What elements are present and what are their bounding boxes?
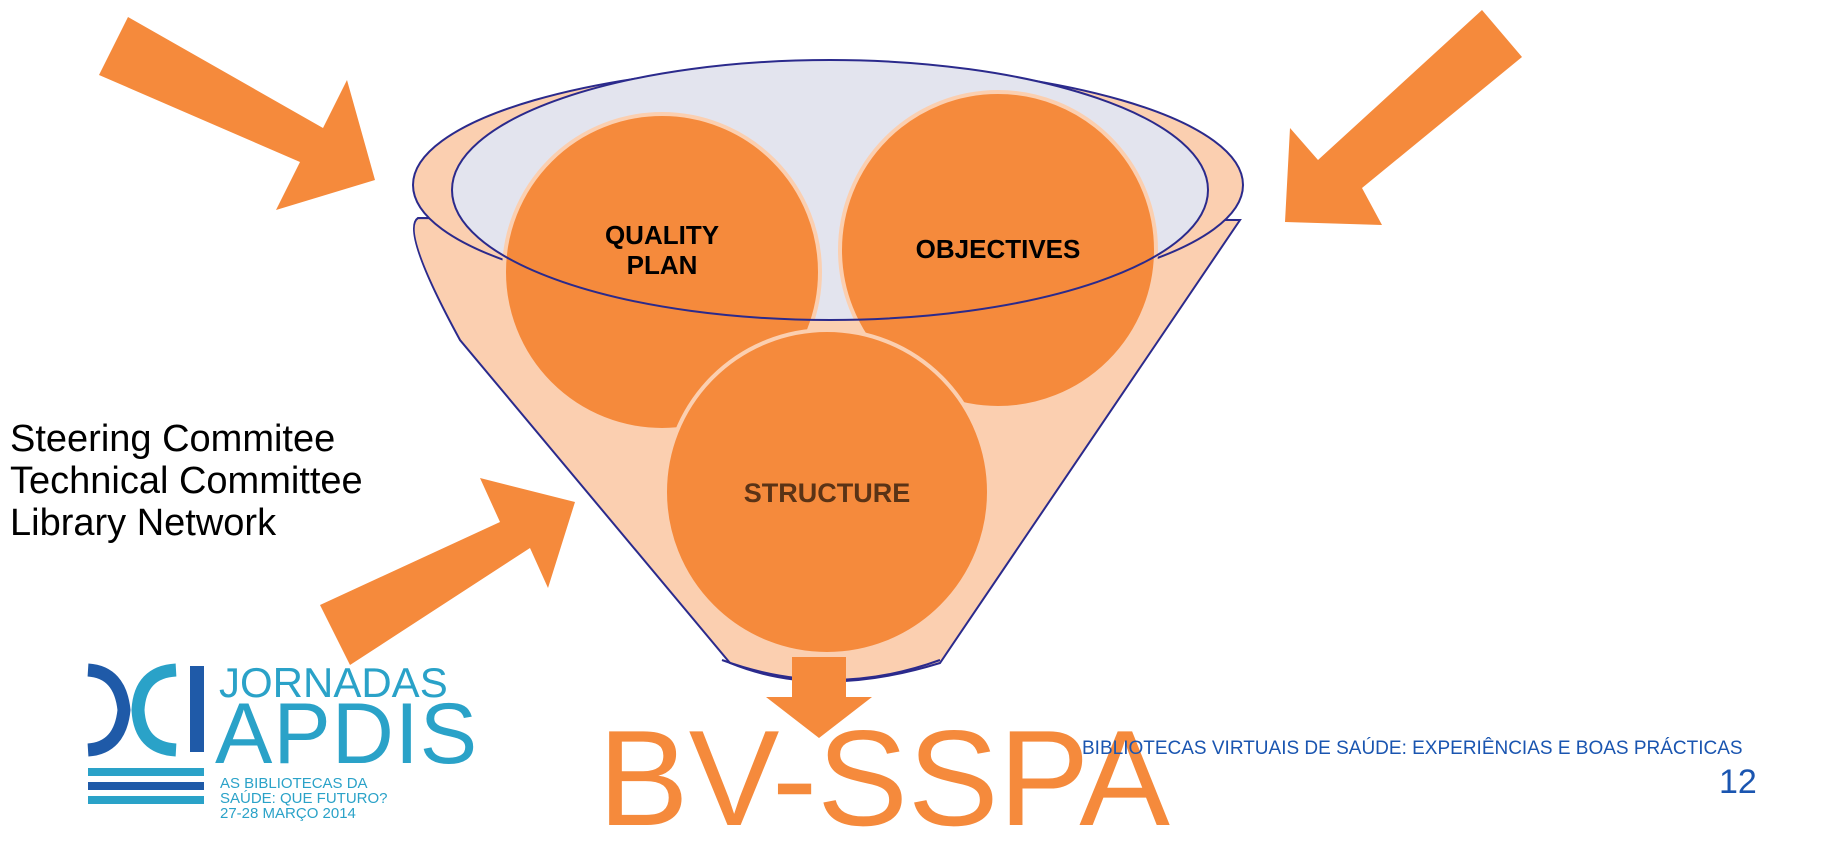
role-steering-committee: Steering Commitee [10,418,336,460]
role-library-network: Library Network [10,502,277,544]
circle-objectives [838,90,1158,410]
page-number: 12 [1719,763,1757,801]
jornadas-apdis-logo: JORNADAS APDIS AS BIBLIOTECAS DA SAÚDE: … [84,659,477,822]
quality-plan-label-line1: QUALITY [605,220,719,250]
quality-plan-label-line2: PLAN [627,250,698,280]
circle-quality-plan [502,112,822,432]
arrow-top-left [99,17,375,210]
logo-tagline-line1: AS BIBLIOTECAS DA [220,775,368,792]
arrow-top-right [1285,10,1522,225]
arrow-bottom-left [320,478,575,665]
down-arrow [766,657,872,738]
circle-structure [663,328,991,656]
jornadas-logo-mark [87,663,204,804]
structure-label: STRUCTURE [744,478,911,508]
bv-sspa-title: BV-SSPA [598,702,1170,854]
roles-list: Steering Commitee Technical Committee Li… [10,418,363,544]
funnel-rim-inner-outline [451,59,1209,321]
logo-apdis-text: APDIS [215,686,479,782]
footer-text: BIBLIOTECAS VIRTUAIS DE SAÚDE: EXPERIÊNC… [1082,738,1743,759]
objectives-label: OBJECTIVES [916,234,1081,264]
logo-date: 27-28 MARÇO 2014 [220,805,356,822]
role-technical-committee: Technical Committee [10,460,363,502]
logo-jornadas-text: JORNADAS [219,659,448,706]
logo-tagline-line2: SAÚDE: QUE FUTURO? [220,790,388,807]
